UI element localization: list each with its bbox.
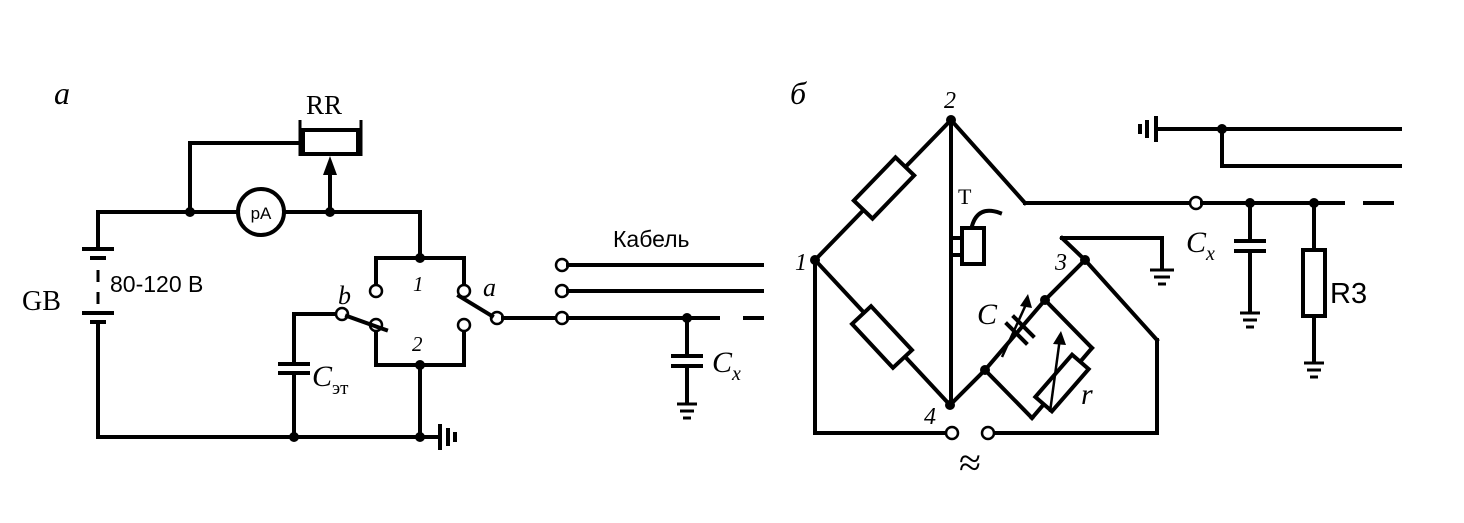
- variable-resistor-r: [1032, 331, 1092, 415]
- ground-symbol-a: [438, 424, 457, 450]
- cx-label-b: Cx: [1186, 226, 1215, 265]
- panel-b-bridge: б 2 1 3 4 T C r Cx R3 ≈: [790, 75, 1402, 485]
- battery-label: GB: [22, 286, 61, 317]
- headphones-label: T: [958, 184, 972, 209]
- bridge-resistor-upper: [850, 154, 918, 222]
- headphones-t: [949, 208, 1003, 266]
- variable-resistor-label: r: [1081, 378, 1093, 411]
- variable-capacitor-label: C: [977, 298, 998, 331]
- node-1-label: 1: [795, 250, 807, 276]
- cx-capacitor-b: [1234, 201, 1266, 329]
- cx-capacitor-a: [671, 316, 703, 420]
- cx-label-a: Cx: [712, 346, 741, 385]
- switch-b: [344, 313, 389, 333]
- voltage-label: 80-120 В: [110, 271, 203, 297]
- cable: [501, 257, 764, 326]
- microammeter-pa: [236, 187, 286, 237]
- panel-b-tag: б: [790, 75, 807, 111]
- panel-a-tag: a: [54, 75, 70, 111]
- rheostat-rr: [298, 120, 363, 214]
- reference-capacitor-label: Cэт: [312, 360, 349, 399]
- variable-capacitor-c: [1000, 294, 1036, 358]
- battery-gb: [82, 210, 114, 439]
- switch-a: [456, 293, 495, 319]
- cable-label: Кабель: [613, 226, 690, 252]
- panel-a-circuit: a RR pA GB 80-120 В b a 1 2 Cэт Кабель C…: [22, 75, 764, 450]
- position-2-label: 2: [412, 332, 423, 356]
- node-4-label: 4: [924, 404, 936, 430]
- microammeter-label: pA: [251, 204, 272, 223]
- rheostat-label: RR: [306, 90, 342, 120]
- switch-a-label: a: [483, 273, 496, 302]
- node-3-label: 3: [1054, 250, 1067, 276]
- ac-source-symbol: ≈: [959, 440, 981, 485]
- cable-b: [1138, 116, 1402, 211]
- node-2-label: 2: [944, 88, 956, 114]
- resistor-r3-label: R3: [1330, 278, 1367, 310]
- position-1-label: 1: [413, 272, 424, 296]
- switch-b-label: b: [338, 281, 351, 310]
- reference-capacitor: [278, 312, 342, 439]
- resistor-r3: [1301, 201, 1327, 379]
- bridge-resistor-lower: [849, 303, 915, 371]
